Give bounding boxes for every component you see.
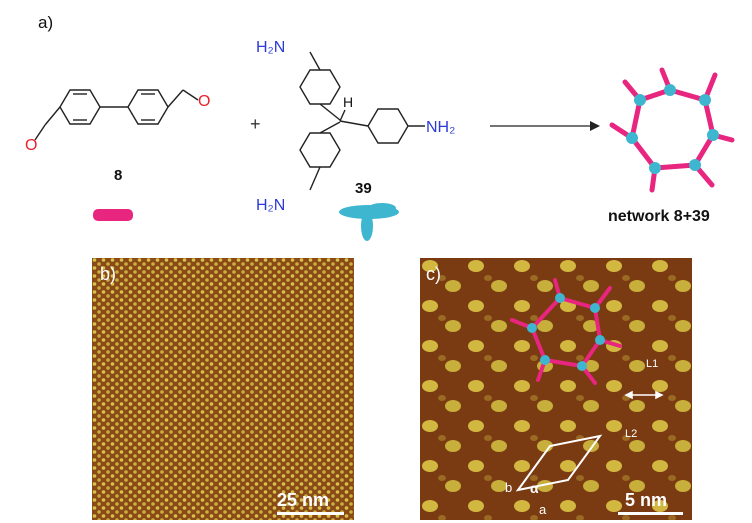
- compound-39-label: 39: [355, 180, 372, 197]
- amine-top: H₂N: [256, 39, 285, 56]
- stm-image-c: c) L1 L2 a b α 5 nm: [420, 258, 692, 520]
- scale-bar-b: [277, 512, 344, 515]
- unit-cell: [515, 434, 603, 492]
- plus-sign: +: [250, 114, 261, 134]
- l1-label: L1: [646, 358, 659, 370]
- scale-bar-c: [618, 512, 683, 515]
- oxygen-left: O: [25, 137, 37, 154]
- angle-label: α: [530, 480, 539, 496]
- product-label: network 8+39: [608, 208, 710, 225]
- compound-39-structure: [299, 51, 425, 191]
- scale-label-c: 5 nm: [625, 490, 668, 510]
- compound-8-structure: [34, 89, 199, 141]
- oxygen-right: O: [198, 93, 210, 110]
- axis-a-label: a: [539, 502, 547, 517]
- compound-8-label: 8: [114, 167, 123, 184]
- amine-bottom: H₂N: [256, 197, 285, 214]
- panel-label-c: c): [426, 264, 441, 284]
- scale-label-b: 25 nm: [277, 490, 330, 510]
- linker-8-icon: [93, 209, 133, 221]
- node-39-icon: [339, 203, 399, 241]
- reaction-arrow: [490, 121, 600, 131]
- stm-image-b: b) 25 nm: [92, 258, 354, 520]
- methine-h: H: [343, 94, 353, 110]
- amine-right: NH₂: [426, 119, 455, 136]
- l2-label: L2: [625, 428, 638, 440]
- l1-arrow: [624, 390, 664, 400]
- panel-label-b: b): [100, 264, 117, 284]
- panel-label-a: a): [38, 13, 54, 32]
- reaction-scheme: O O H₂N NH₂ H₂N H +: [25, 39, 735, 241]
- network-icon: [609, 67, 735, 193]
- axis-b-label: b: [505, 480, 513, 495]
